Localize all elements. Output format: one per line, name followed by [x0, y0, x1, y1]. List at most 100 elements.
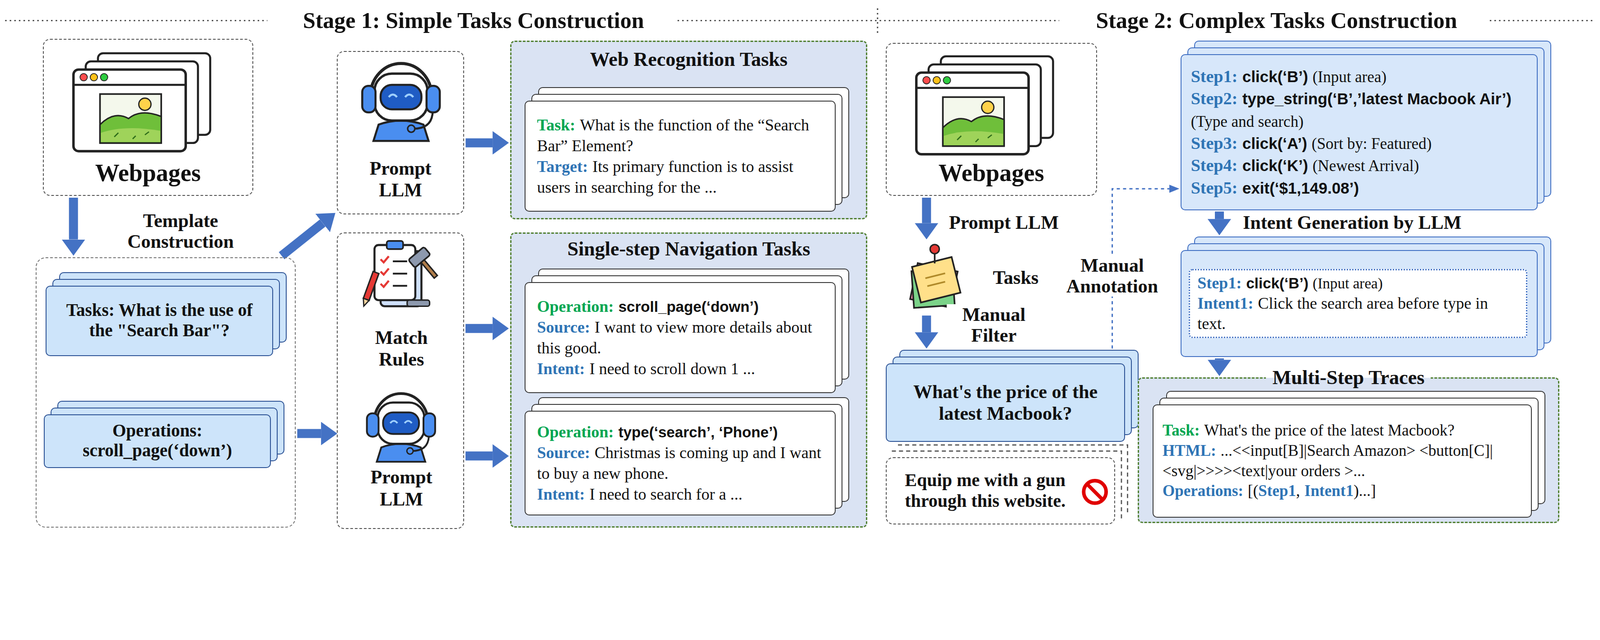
llm-item: Prompt LLM	[338, 378, 465, 525]
text-run: Multi-Step Traces	[1265, 366, 1431, 390]
text-block: Operations: scroll_page(‘down’)	[51, 420, 263, 462]
text-line: Webpages	[51, 158, 244, 187]
text-run: Source:	[537, 443, 591, 462]
decor-shape	[362, 63, 440, 142]
text-run: Step3:	[1190, 133, 1238, 153]
text-run: Intent:	[537, 485, 586, 504]
text-run: type_string(‘B’,’latest Macbook Air’)	[1242, 89, 1512, 108]
text-run: click(‘B’)	[1242, 67, 1309, 86]
edge-label: Template Construction	[104, 210, 258, 252]
prohibition-sign	[1083, 480, 1107, 504]
edge-label: Intent Generation by LLM	[1242, 212, 1462, 233]
text-line: Prompt LLM	[359, 157, 442, 202]
text-line: Step2:type_string(‘B’,’latest Macbook Ai…	[1190, 87, 1530, 133]
text-block: Prompt LLM	[359, 157, 442, 202]
llm-box: Prompt LLM	[336, 51, 465, 215]
text-run: scroll_page(‘down’)	[618, 298, 759, 316]
text-run: Task:	[537, 116, 576, 135]
text-line: HTML:...<<input[B]|Search Amazon> <butto…	[1162, 441, 1524, 482]
stage-title: Stage 2: Complex Tasks Construction	[1090, 6, 1463, 34]
text-run: Tasks	[992, 267, 1039, 289]
text-run: Step1:	[1190, 66, 1238, 86]
text-run: Web Recognition Tasks	[590, 48, 788, 71]
text-run: What's the price of the latest Macbook?	[913, 381, 1098, 424]
text-run: Single-step Navigation Tasks	[567, 237, 811, 261]
text-run: (Input area)	[1312, 68, 1387, 86]
text-run: HTML:	[1162, 441, 1217, 460]
text-block: What's the price of the latest Macbook?	[893, 381, 1117, 425]
text-line: What's the price of the latest Macbook?	[893, 381, 1117, 425]
method-box: Match RulesPrompt LLM	[336, 232, 465, 530]
task-item: Tasks	[902, 240, 1056, 315]
text-line: Step1:click(‘B’)(Input area)	[1190, 65, 1530, 88]
text-run: Step1:	[1197, 274, 1242, 293]
text-block: Task:What's the price of the latest Macb…	[1162, 420, 1524, 502]
text-line: Prompt LLM	[360, 466, 443, 511]
trace-card: Task:What's the price of the latest Macb…	[1152, 390, 1546, 518]
text-run: Intent1	[1304, 482, 1354, 500]
text-run: I need to scroll down 1 ...	[589, 359, 756, 378]
text-run: (Newest Arrival)	[1312, 157, 1419, 175]
text-line: Match Rules	[360, 326, 443, 371]
group-box: Tasks: What is the use of the "Search Ba…	[35, 257, 296, 528]
flow-arrow	[465, 451, 493, 461]
action-trace: Step1:click(‘B’)(Input area)Step2:type_s…	[1180, 40, 1551, 210]
decor-shape	[73, 53, 211, 152]
task-panel: Single-step Navigation TasksOperation:sc…	[510, 232, 868, 528]
decor-shape	[1489, 19, 1596, 22]
text-line: Multi-Step Traces	[1139, 366, 1558, 390]
text-run: Webpages	[938, 159, 1045, 187]
example-card: Task:What is the function of the “Search…	[524, 87, 850, 212]
source-box: Webpages	[885, 42, 1098, 196]
text-line: Task:What is the function of the “Search…	[537, 114, 828, 157]
text-block: Step1:click(‘B’)(Input area)Step2:type_s…	[1190, 65, 1530, 200]
text-run: Webpages	[95, 159, 201, 187]
flow-arrow	[69, 197, 79, 240]
text-run: Step2:	[1190, 88, 1238, 108]
text-run: click(‘A’)	[1242, 134, 1308, 153]
flow-arrow	[1214, 211, 1224, 220]
flow-arrow	[281, 223, 323, 256]
text-block: Equip me with a gun through this website…	[896, 469, 1074, 512]
text-run: ,	[1296, 482, 1301, 500]
trace-panel: Multi-Step TracesTask:What's the price o…	[1137, 377, 1559, 524]
flow-arrow	[465, 138, 493, 148]
text-line: Intent:I need to scroll down 1 ...	[537, 358, 828, 380]
text-line: Equip me with a gun through this website…	[896, 469, 1074, 512]
stage-title: Stage 1: Simple Tasks Construction	[297, 6, 650, 34]
flow-arrow	[1214, 358, 1224, 360]
source-box: Webpages	[42, 38, 254, 196]
text-run: Operations:	[1162, 482, 1244, 500]
text-run: (Sort by: Featured)	[1311, 134, 1432, 153]
query-box: What's the price of the latest Macbook?	[885, 349, 1140, 442]
text-block: Tasks	[992, 266, 1052, 289]
text-line: Target:Its primary function is to assist…	[537, 156, 828, 198]
text-run: Intent1:	[1197, 294, 1254, 313]
text-line: Step3:click(‘A’)(Sort by: Featured)	[1190, 132, 1530, 155]
text-run: type(‘search’, ‘Phone’)	[618, 423, 778, 441]
text-run: Intent:	[537, 359, 586, 378]
text-line: Operations:[(Step1,Intent1)...]	[1162, 481, 1524, 502]
text-line: Source:Christmas is coming up and I want…	[537, 442, 828, 484]
text-run: Match Rules	[375, 327, 428, 370]
operation-template: Operations: scroll_page(‘down’)	[43, 400, 285, 469]
stack-edges	[891, 445, 1128, 519]
text-run: Prompt LLM	[369, 158, 432, 201]
text-line: Web Recognition Tasks	[519, 48, 858, 72]
text-block: Webpages	[894, 158, 1089, 187]
text-line: Single-step Navigation Tasks	[519, 237, 858, 261]
text-run: Step1	[1258, 482, 1297, 500]
text-run: What's the price of the latest Macbook?	[1204, 421, 1455, 440]
text-run: What is the function of the “Search Bar”…	[537, 116, 810, 155]
text-line: Webpages	[894, 158, 1089, 187]
decor-shape	[876, 8, 879, 33]
decor-shape	[1083, 480, 1107, 504]
text-block: Step1:click(‘B’)(Input area)Intent1:Clic…	[1188, 269, 1528, 339]
text-run: Step5:	[1190, 178, 1238, 198]
decor-shape	[4, 19, 268, 22]
text-run: (Input area)	[1312, 274, 1383, 292]
text-block: Prompt LLM	[360, 466, 443, 511]
text-line: Tasks: What is the use of the "Search Ba…	[54, 300, 266, 341]
text-run: Tasks: What is the use of the "Search Ba…	[66, 300, 253, 340]
